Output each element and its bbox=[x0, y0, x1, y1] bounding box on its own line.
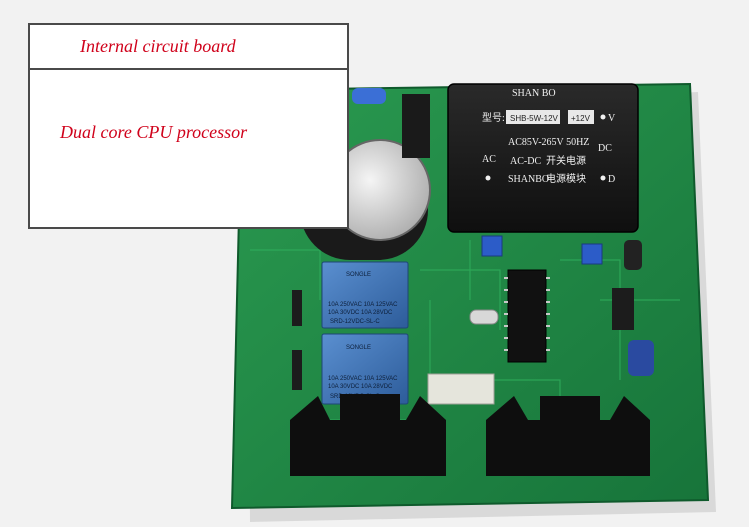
relay-1-rating2: 10A 30VDC 10A 28VDC bbox=[328, 310, 393, 316]
ic-chip bbox=[504, 269, 550, 363]
caption-subtitle: Dual core CPU processor bbox=[60, 122, 248, 142]
module-maker: SHANBO bbox=[508, 174, 549, 185]
module-model: SHB-5W-12V bbox=[510, 114, 559, 123]
trimmer-pot-right bbox=[581, 243, 603, 265]
module-type: AC-DC bbox=[510, 156, 541, 167]
trimmer-pot-left bbox=[481, 235, 503, 257]
relay-2-brand: SONGLE bbox=[346, 345, 371, 351]
relay-1-model: SRD-12VDC-SL-C bbox=[330, 319, 380, 325]
diode-left-bottom bbox=[292, 350, 302, 390]
module-input-range: AC85V-265V 50HZ bbox=[508, 137, 589, 148]
module-brand: SHAN BO bbox=[512, 88, 556, 99]
module-pin-d: D bbox=[608, 174, 615, 185]
caption-title: Internal circuit board bbox=[80, 36, 236, 56]
module-dc: DC bbox=[598, 143, 612, 154]
relay-1: SONGLE 10A 250VAC 10A 125VAC 10A 30VDC 1… bbox=[321, 261, 409, 329]
heatsink-left bbox=[290, 394, 446, 476]
voltage-regulator bbox=[612, 288, 634, 330]
module-type-cn: 开关电源 bbox=[546, 154, 586, 167]
power-module: SHAN BO SHB-5W-12V 型号: +12V V AC85V-265V… bbox=[447, 83, 639, 233]
relay-2-rating1: 10A 250VAC 10A 125VAC bbox=[328, 376, 398, 382]
heatsink-right bbox=[486, 396, 650, 476]
blue-capacitor bbox=[352, 88, 386, 104]
relay-2: SONGLE 10A 250VAC 10A 125VAC 10A 30VDC 1… bbox=[321, 333, 409, 405]
relay-1-rating1: 10A 250VAC 10A 125VAC bbox=[328, 302, 398, 308]
crystal-oscillator bbox=[469, 309, 499, 325]
module-ac: AC bbox=[482, 154, 496, 165]
relay-1-brand: SONGLE bbox=[346, 272, 371, 278]
caption-box: Internal circuit board Dual core CPU pro… bbox=[28, 23, 349, 229]
module-output: +12V bbox=[571, 114, 591, 123]
caption-title-row: Internal circuit board bbox=[30, 25, 347, 70]
module-pin-v: V bbox=[608, 113, 616, 124]
caption-body: Dual core CPU processor bbox=[30, 70, 347, 143]
diode-left-top bbox=[292, 290, 302, 326]
small-capacitor-bottom bbox=[628, 340, 654, 376]
module-maker-cn: 电源模块 bbox=[546, 172, 586, 185]
module-model-label: 型号: bbox=[482, 111, 505, 124]
relay-2-rating2: 10A 30VDC 10A 28VDC bbox=[328, 384, 393, 390]
white-connector bbox=[427, 373, 495, 405]
small-capacitor-top bbox=[624, 240, 642, 270]
